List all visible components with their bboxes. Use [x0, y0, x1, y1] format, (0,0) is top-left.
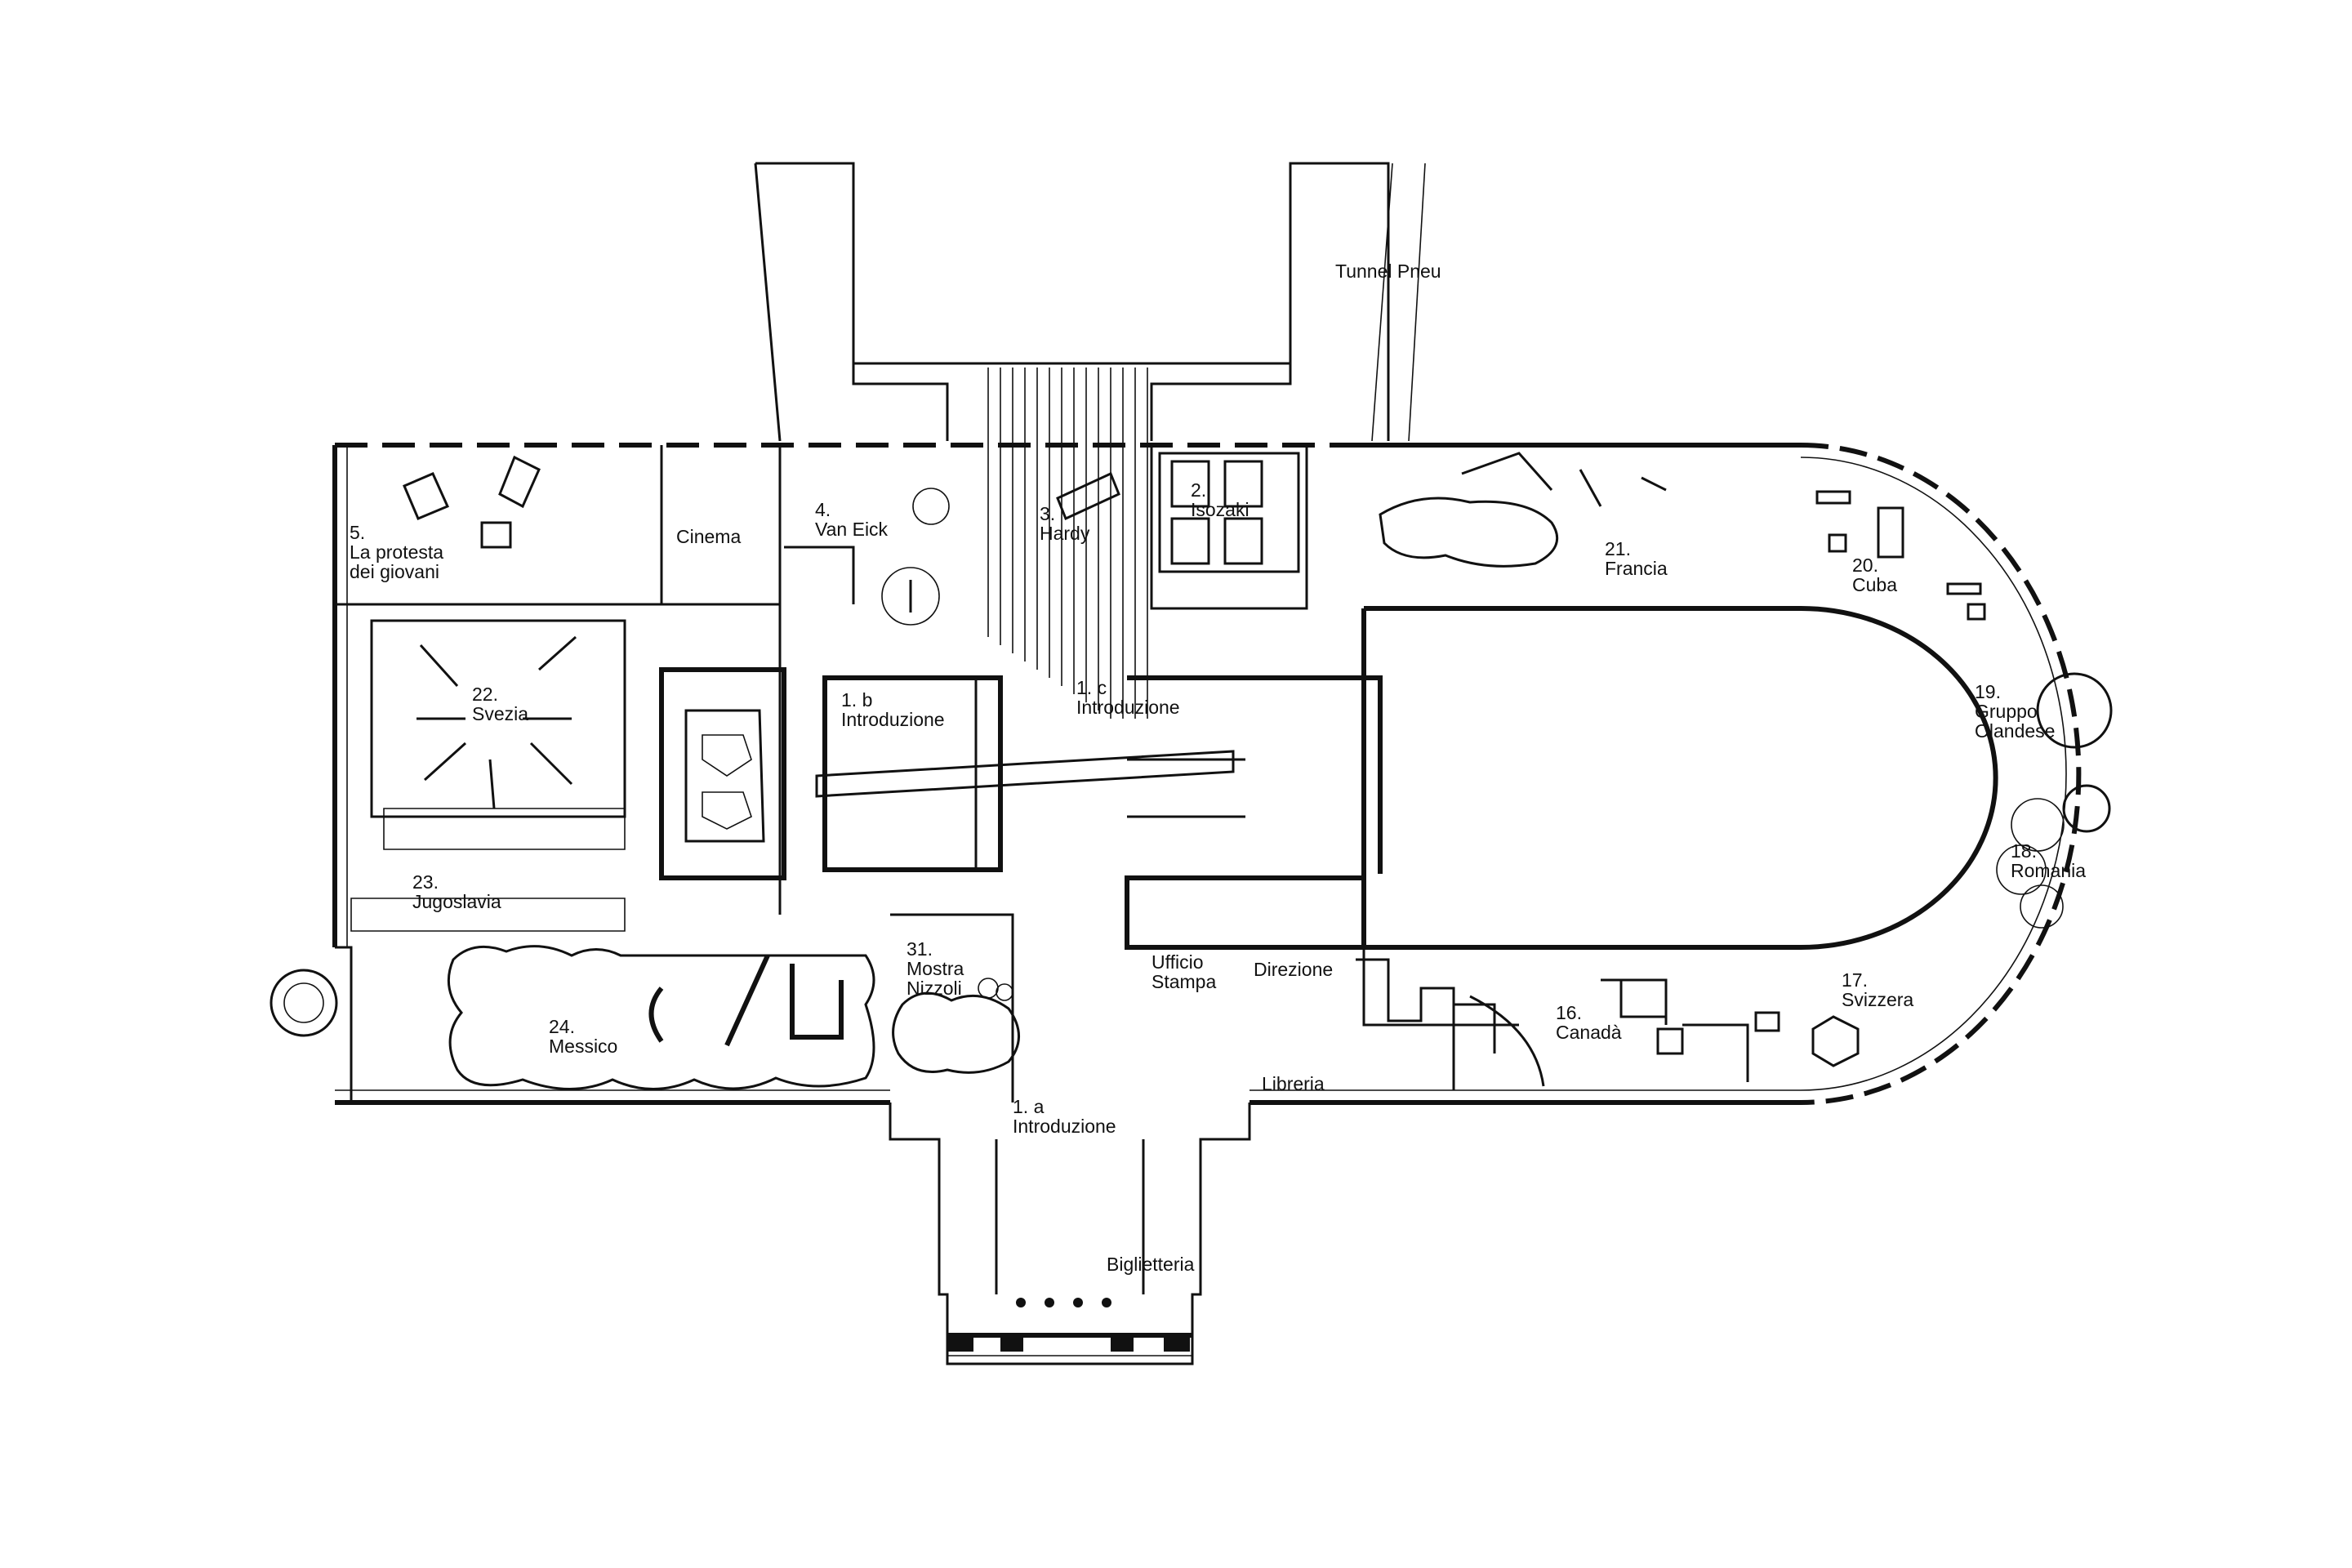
label-intro-a: Introduzione — [1013, 1116, 1116, 1137]
label-tunnel: Tunnel Pneu — [1335, 261, 1441, 282]
label-messico: Messico — [549, 1036, 617, 1057]
label-biglietteria: Biglietteria — [1107, 1254, 1195, 1275]
label-cuba: Cuba — [1852, 574, 1897, 595]
label-olandese-1: Gruppo — [1975, 701, 2038, 722]
label-cuba-num: 20. — [1852, 555, 1878, 576]
label-messico-num: 24. — [549, 1016, 575, 1037]
stair-hatch — [987, 368, 1148, 719]
label-hardy: Hardy — [1040, 523, 1090, 544]
tunnel-structure — [754, 162, 1426, 719]
label-intro-b: Introduzione — [841, 709, 945, 730]
label-protesta-2: dei giovani — [350, 561, 439, 582]
label-canada: Canadà — [1556, 1022, 1622, 1043]
label-nizzoli-2: Nizzoli — [906, 978, 962, 999]
label-protesta-num: 5. — [350, 522, 365, 543]
label-vaneick: Van Eick — [815, 519, 889, 540]
interior-walls — [335, 445, 1749, 1102]
label-francia-num: 21. — [1605, 538, 1631, 559]
label-isozaki: Isozaki — [1191, 499, 1250, 520]
label-svezia: Svezia — [472, 703, 528, 724]
label-vaneick-num: 4. — [815, 499, 831, 520]
label-ufficio-2: Stampa — [1152, 971, 1216, 992]
label-ufficio-1: Ufficio — [1152, 951, 1204, 973]
label-intro-c-num: 1. c — [1076, 677, 1107, 698]
label-hardy-num: 3. — [1040, 503, 1055, 524]
label-francia: Francia — [1605, 558, 1668, 579]
label-svezia-num: 22. — [472, 684, 498, 705]
label-intro-b-num: 1. b — [841, 689, 872, 710]
label-nizzoli-1: Mostra — [906, 958, 964, 979]
label-isozaki-num: 2. — [1191, 479, 1206, 501]
label-jugoslavia-num: 23. — [412, 871, 439, 893]
label-jugoslavia: Jugoslavia — [412, 891, 501, 912]
label-direzione: Direzione — [1254, 959, 1333, 980]
label-protesta-1: La protesta — [350, 541, 443, 563]
label-intro-c: Introduzione — [1076, 697, 1180, 718]
label-libreria: Libreria — [1262, 1073, 1325, 1094]
label-canada-num: 16. — [1556, 1002, 1582, 1023]
label-cinema: Cinema — [676, 526, 741, 547]
building-outline — [270, 443, 2082, 1365]
label-romania: Romania — [2011, 860, 2086, 881]
exhibit-items — [403, 452, 2113, 1090]
label-olandese-num: 19. — [1975, 681, 2001, 702]
label-romania-num: 18. — [2011, 840, 2037, 862]
spiral-stair — [270, 969, 338, 1037]
label-olandese-2: Olandese — [1975, 720, 2055, 742]
label-intro-a-num: 1. a — [1013, 1096, 1045, 1117]
label-svizzera: Svizzera — [1842, 989, 1913, 1010]
label-svizzera-num: 17. — [1842, 969, 1868, 991]
label-nizzoli-num: 31. — [906, 938, 933, 960]
room-labels: Tunnel Pneu 5. La protesta dei giovani C… — [350, 261, 2086, 1275]
